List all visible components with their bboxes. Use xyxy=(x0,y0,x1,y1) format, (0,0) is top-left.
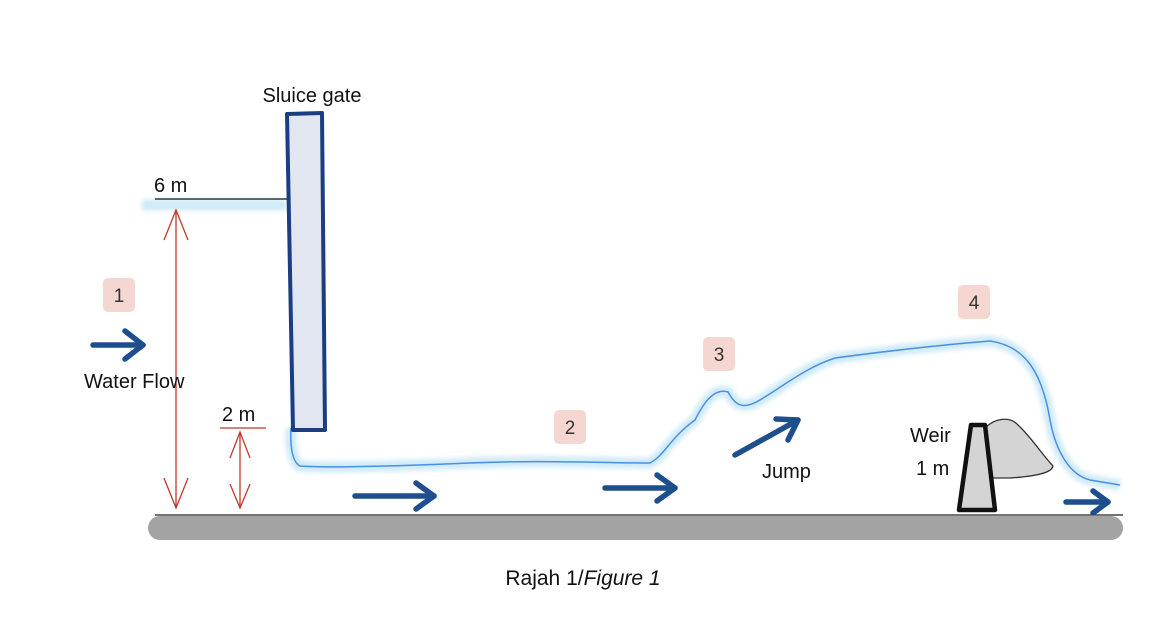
section-number: 4 xyxy=(969,293,980,314)
flow-arrow-jump xyxy=(732,416,801,458)
water-line xyxy=(290,340,1121,486)
flow-arrow-inlet xyxy=(90,328,146,362)
section-number: 1 xyxy=(114,286,125,307)
sluice-gate xyxy=(285,111,327,432)
upstream-depth-label: 6 m xyxy=(154,175,187,197)
flow-arrows xyxy=(90,328,1111,516)
section-number: 3 xyxy=(714,345,725,366)
channel-bed xyxy=(148,516,1123,540)
section-number: 2 xyxy=(565,418,576,439)
sluice-gate-label: Sluice gate xyxy=(263,85,362,107)
weir-height-label: 1 m xyxy=(916,458,949,480)
weir xyxy=(956,422,998,513)
water-surface xyxy=(142,199,1121,491)
flow-arrow-outlet xyxy=(1063,488,1111,516)
section-badge-4: 4 xyxy=(958,285,990,319)
caption-prefix: Rajah 1/ xyxy=(505,567,584,590)
weir-overflow-shape xyxy=(984,418,1054,479)
upstream-depth-dimension xyxy=(163,208,189,510)
caption-italic: Figure 1 xyxy=(583,567,661,590)
section-badge-2: 2 xyxy=(554,410,586,444)
water-flow-label: Water Flow xyxy=(84,371,185,393)
gate-opening-depth-label: 2 m xyxy=(222,404,255,426)
figure-caption: Rajah 1/Figure 1 xyxy=(0,567,1166,591)
flow-arrow-section-2 xyxy=(352,480,437,512)
section-badge-1: 1 xyxy=(103,278,135,312)
section-badge-3: 3 xyxy=(703,337,735,371)
flow-arrow-before-jump xyxy=(602,472,678,504)
gate-opening-dimension xyxy=(229,430,251,510)
jump-label: Jump xyxy=(762,461,811,483)
weir-label: Weir xyxy=(910,425,951,447)
